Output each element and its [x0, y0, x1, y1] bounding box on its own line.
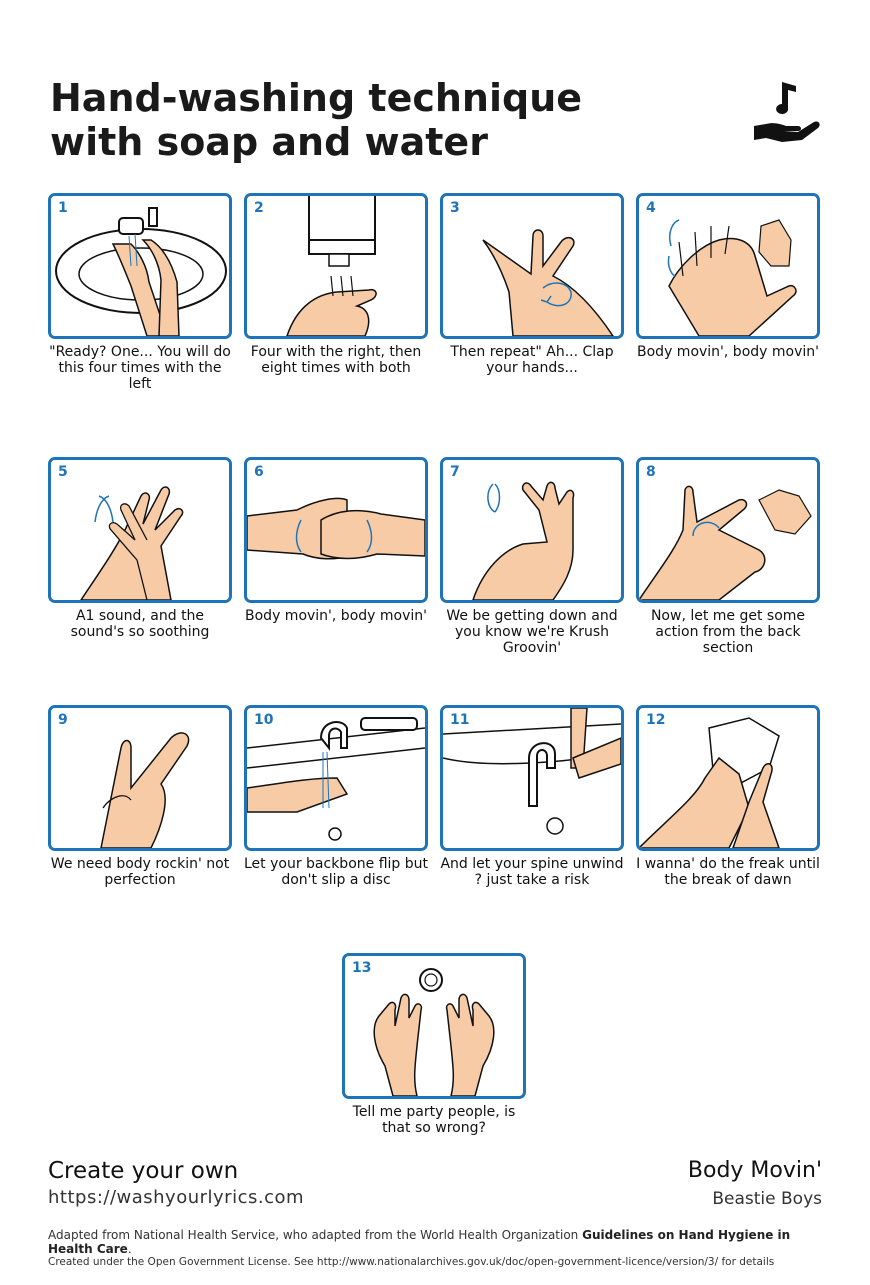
- step-number: 7: [450, 464, 460, 480]
- step-number: 6: [254, 464, 264, 480]
- step-caption: Then repeat" Ah... Clap your hands...: [450, 344, 614, 376]
- step-2-panel: 2: [244, 193, 428, 339]
- step-caption: Four with the right, then eight times wi…: [250, 344, 422, 376]
- soap-dispenser-illustration: [286, 196, 377, 336]
- step-1: 1 "Ready? One... You will do this four t…: [48, 193, 232, 392]
- step-caption: I wanna' do the freak until the break of…: [636, 856, 820, 888]
- title-line-2: with soap and water: [50, 120, 488, 164]
- step-number: 12: [646, 712, 666, 728]
- page-title: Hand-washing technique with soap and wat…: [50, 76, 650, 164]
- attribution-suffix: .: [127, 1242, 132, 1256]
- step-3: 3 Then repeat" Ah... Clap your hands...: [440, 193, 624, 376]
- artist-name: Beastie Boys: [712, 1189, 822, 1209]
- dry-with-towel-illustration: [639, 717, 780, 848]
- music-note-hand-icon: [754, 82, 820, 142]
- step-9: 9 We need body rockin' not perfection: [48, 705, 232, 888]
- step-number: 1: [58, 200, 68, 216]
- palm-to-palm-illustration: [482, 229, 614, 336]
- step-8-panel: 8: [636, 457, 820, 603]
- step-6: 6 Body movin', body movin': [244, 457, 428, 624]
- step-1-panel: 1: [48, 193, 232, 339]
- step-3-panel: 3: [440, 193, 624, 339]
- step-4-panel: 4: [636, 193, 820, 339]
- step-number: 4: [646, 200, 656, 216]
- locked-fingers-illustration: [247, 497, 425, 560]
- thumb-rotation-illustration: [472, 481, 575, 600]
- license-text: Created under the Open Government Licens…: [48, 1256, 775, 1268]
- step-caption: A1 sound, and the sound's so soothing: [70, 608, 210, 640]
- step-13: 13 Tell me party people, is that so wron…: [342, 953, 526, 1136]
- step-10-panel: 10: [244, 705, 428, 851]
- step-number: 13: [352, 960, 372, 976]
- clean-hands-illustration: [373, 968, 495, 1096]
- step-4: 4 Body movin', body movin': [636, 193, 820, 360]
- step-12-panel: 12: [636, 705, 820, 851]
- step-6-panel: 6: [244, 457, 428, 603]
- guidelines-title: Guidelines on Hand Hygiene in Health Car…: [48, 1228, 791, 1256]
- step-11-panel: 11: [440, 705, 624, 851]
- step-number: 5: [58, 464, 68, 480]
- interlaced-fingers-illustration: [80, 486, 184, 600]
- step-number: 2: [254, 200, 264, 216]
- step-number: 9: [58, 712, 68, 728]
- step-7-panel: 7: [440, 457, 624, 603]
- fingertips-in-palm-illustration: [639, 485, 812, 600]
- song-title: Body Movin': [687, 1158, 822, 1183]
- step-2: 2 Four with the right, then eight times …: [244, 193, 428, 376]
- step-8: 8 Now, let me get some action from the b…: [636, 457, 820, 656]
- step-caption: Now, let me get some action from the bac…: [650, 608, 806, 656]
- back-of-hands-illustration: [667, 219, 797, 336]
- step-number: 11: [450, 712, 470, 728]
- step-5: 5 A1 sound, and the sound's so soothing: [48, 457, 232, 640]
- step-caption: "Ready? One... You will do this four tim…: [49, 344, 231, 392]
- step-caption: Body movin', body movin': [637, 344, 819, 360]
- turn-off-tap-illustration: [443, 708, 621, 835]
- step-caption: Body movin', body movin': [245, 608, 427, 624]
- attribution-text: Adapted from National Health Service, wh…: [48, 1228, 828, 1256]
- website-link[interactable]: https://washyourlyrics.com: [48, 1187, 305, 1208]
- create-your-own-label: Create your own: [48, 1158, 239, 1184]
- title-line-1: Hand-washing technique: [50, 76, 583, 120]
- step-9-panel: 9: [48, 705, 232, 851]
- rinse-under-tap-illustration: [247, 717, 425, 841]
- hands-under-tap-illustration: [55, 207, 227, 336]
- step-number: 3: [450, 200, 460, 216]
- step-number: 8: [646, 464, 656, 480]
- step-number: 10: [254, 712, 274, 728]
- step-7: 7 We be getting down and you know we're …: [440, 457, 624, 656]
- step-10: 10 Let your backbone flip but don't slip…: [244, 705, 428, 888]
- step-caption: We be getting down and you know we're Kr…: [446, 608, 618, 656]
- rinse-hands-illustration: [100, 732, 190, 848]
- step-13-panel: 13: [342, 953, 526, 1099]
- step-caption: We need body rockin' not perfection: [50, 856, 230, 888]
- step-caption: Let your backbone flip but don't slip a …: [244, 856, 428, 888]
- step-12: 12 I wanna' do the freak until the break…: [636, 705, 820, 888]
- step-11: 11 And let your spine unwind ? just take…: [440, 705, 624, 888]
- attribution-prefix: Adapted from National Health Service, wh…: [48, 1228, 583, 1242]
- step-caption: And let your spine unwind ? just take a …: [440, 856, 624, 888]
- step-caption: Tell me party people, is that so wrong?: [352, 1104, 516, 1136]
- step-5-panel: 5: [48, 457, 232, 603]
